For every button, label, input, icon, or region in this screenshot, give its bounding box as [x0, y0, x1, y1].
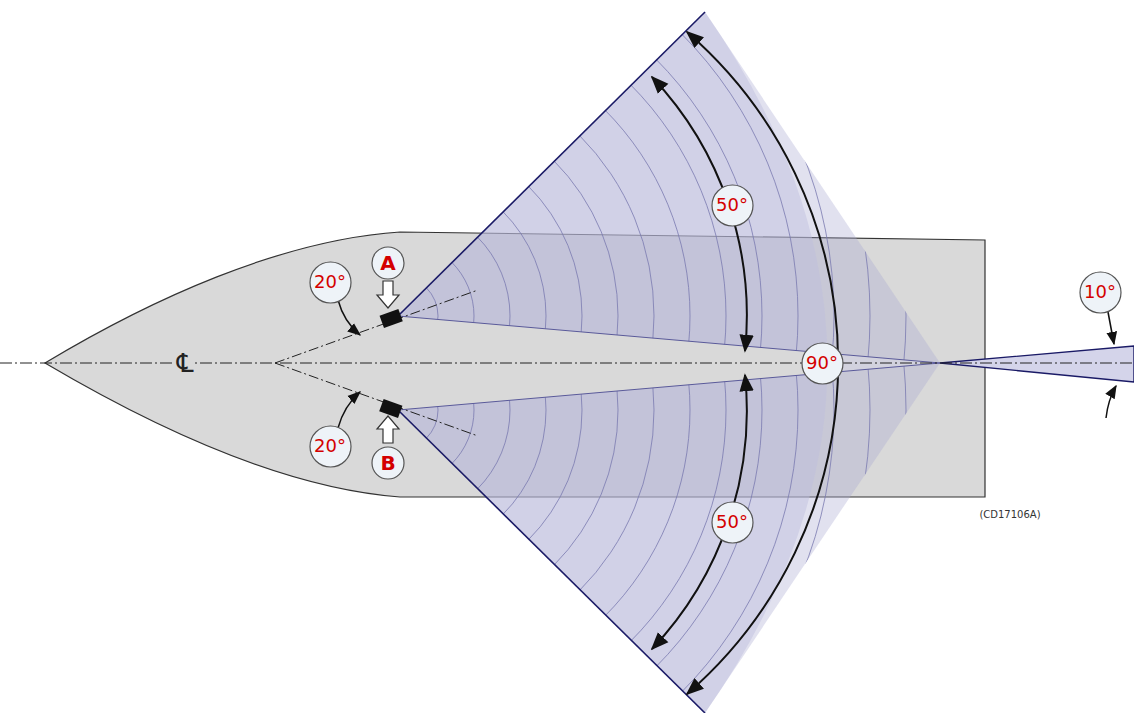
callout-number: B — [380, 453, 395, 473]
angle-callout: 50° — [711, 501, 754, 544]
sensor-b — [379, 399, 402, 418]
angle-callout: 10° — [1079, 271, 1122, 314]
callout-number: 20° — [314, 273, 346, 291]
range-ring — [70, 0, 726, 644]
angle-callout: 50° — [711, 184, 754, 227]
range-ring — [0, 0, 870, 713]
sensor-b-wedge — [398, 363, 940, 713]
wedge-edge — [398, 410, 705, 713]
leader-arrow — [338, 392, 360, 428]
range-ring — [0, 0, 942, 713]
range-ring — [178, 96, 618, 536]
callout-number: 50° — [716, 513, 748, 531]
range-ring — [0, 0, 906, 713]
range-ring — [34, 0, 762, 680]
range-ring — [0, 0, 906, 713]
range-ring — [142, 60, 654, 572]
range-ring — [0, 10, 798, 713]
figure-code: (CD17106A) — [977, 509, 1042, 521]
callout-arrow — [377, 281, 399, 308]
wedge-edge — [398, 363, 940, 410]
callout-number: A — [380, 253, 395, 273]
range-ring — [106, 24, 690, 608]
angle-arrow — [687, 32, 838, 694]
range-ring — [250, 262, 546, 558]
centerline-symbol: ℄ — [175, 349, 196, 377]
range-ring — [214, 132, 582, 500]
leader-arrow — [1108, 312, 1114, 344]
range-rings — [0, 0, 942, 713]
range-rings — [0, 0, 942, 713]
angle-callout: 20° — [309, 261, 352, 304]
range-ring — [0, 0, 942, 713]
rear-cone — [940, 346, 1134, 382]
callout-number: 50° — [716, 196, 748, 214]
callout-letter: B — [371, 446, 405, 480]
range-ring — [70, 82, 726, 713]
range-ring — [142, 154, 654, 666]
centerline — [0, 363, 1134, 364]
callout-letter: A — [371, 246, 405, 280]
callout-number: 20° — [314, 437, 346, 455]
range-ring — [0, 0, 798, 713]
sensor-a-wedge — [398, 12, 940, 363]
wedge-edge — [398, 12, 705, 316]
wedge-edge — [398, 316, 940, 363]
range-ring — [0, 0, 834, 713]
leader-arrow — [1106, 386, 1116, 418]
sensor-axis — [275, 290, 478, 363]
range-ring — [178, 190, 618, 630]
sensor-axis — [275, 363, 478, 436]
callout-arrow — [377, 416, 399, 443]
callout-number: 10° — [1084, 283, 1116, 301]
angle-callout: 20° — [309, 425, 352, 468]
angle-callout: 90° — [801, 342, 844, 385]
range-ring — [106, 118, 690, 702]
sensor-a — [380, 309, 403, 328]
callout-number: 90° — [806, 354, 838, 372]
range-ring — [214, 226, 582, 594]
leader-arrow — [338, 300, 360, 335]
range-ring — [34, 46, 762, 713]
range-ring — [0, 0, 834, 713]
range-ring — [0, 0, 870, 713]
